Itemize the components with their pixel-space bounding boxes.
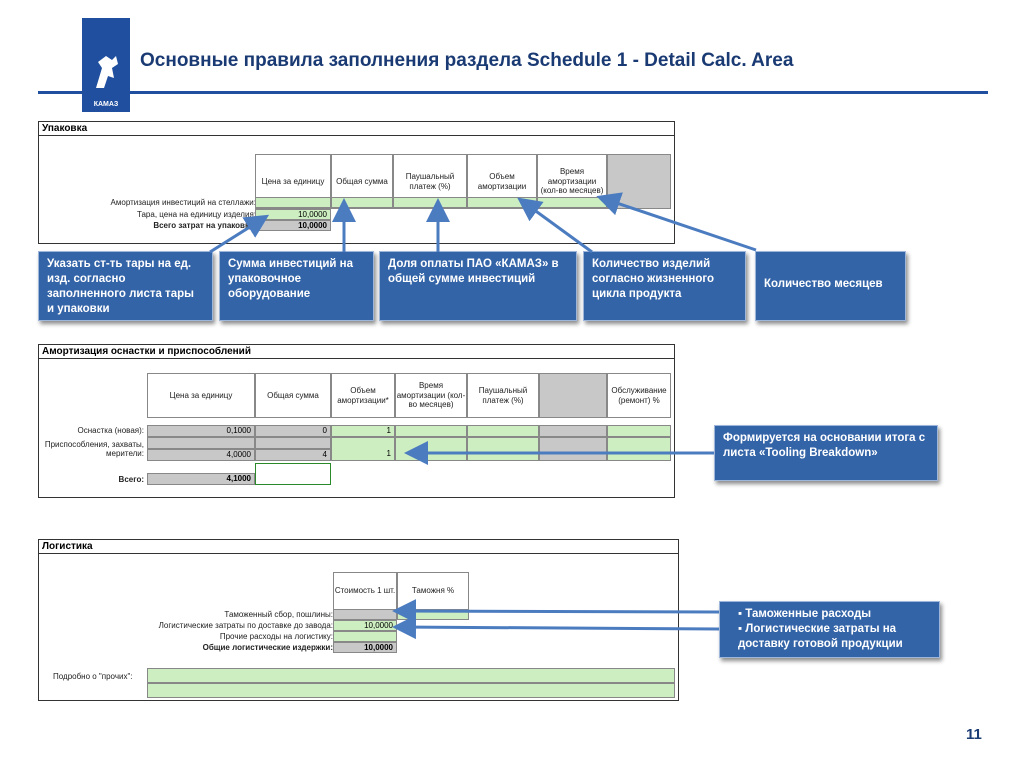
tool-col-maintenance: Обслуживание (ремонт) %: [607, 373, 671, 418]
pack-row-label: Всего затрат на упаковку:: [153, 221, 256, 230]
tool-row-label: Оснастка (новая):: [77, 426, 144, 435]
tool-row2-total-top: [255, 437, 331, 449]
logistics-heading: Логистика: [39, 540, 678, 554]
tool-row2-lump[interactable]: [467, 437, 539, 461]
pack-input-total[interactable]: [331, 197, 393, 208]
tool-row1-blank: [539, 425, 607, 437]
log-col-customs: Таможня %: [397, 572, 469, 610]
log-row-label: Общие логистические издержки:: [202, 643, 333, 652]
tool-col-total: Общая сумма: [255, 373, 331, 418]
log-total-cost: 10,0000: [333, 642, 397, 653]
tool-col-months: Время амортизации (кол-во месяцев): [395, 373, 467, 418]
tool-row-label: Приспособления, захваты, мерители:: [44, 440, 144, 459]
tool-col-blank: [539, 373, 607, 418]
tooling-heading: Амортизация оснастки и приспособлений: [39, 345, 674, 359]
kamaz-horse-icon: [96, 56, 118, 88]
tool-row2-months[interactable]: [395, 437, 467, 461]
pack-input-lump[interactable]: [393, 197, 467, 208]
tool-total-label: Всего:: [118, 475, 144, 484]
log-other-details-1[interactable]: [147, 668, 675, 683]
tool-total-cell[interactable]: [255, 463, 331, 485]
callout-product-qty: Количество изделий согласно жизненного ц…: [583, 251, 746, 321]
tool-row1-volume[interactable]: 1: [331, 425, 395, 437]
pack-row-label: Амортизация инвестиций на стеллажи:: [110, 198, 256, 207]
pack-col-blank: [607, 154, 671, 209]
tool-row1-maint[interactable]: [607, 425, 671, 437]
kamaz-logo: КАМАЗ: [82, 18, 130, 112]
callout-investment-sum: Сумма инвестиций на упаковочное оборудов…: [219, 251, 374, 321]
log-row-label: Таможенный сбор, пошлины:: [224, 610, 333, 619]
log-other-cost[interactable]: [333, 631, 397, 642]
log-other-label: Подробно о "прочих":: [53, 672, 133, 681]
callout-logistics: Таможенные расходы Логистические затраты…: [719, 601, 940, 658]
pack-input-months[interactable]: [537, 197, 607, 208]
callout-tooling-breakdown: Формируется на основании итога с листа «…: [714, 425, 938, 481]
packaging-sheet: Упаковка Цена за единицу Общая сумма Пау…: [38, 121, 675, 244]
page-number: 11: [966, 726, 982, 743]
pack-tare-value[interactable]: 10,0000: [255, 209, 331, 220]
title-divider: [38, 91, 988, 94]
tool-col-price: Цена за единицу: [147, 373, 255, 418]
pack-input-price[interactable]: [255, 197, 331, 208]
pack-total-value: 10,0000: [255, 220, 331, 231]
callout-months: Количество месяцев: [755, 251, 906, 321]
packaging-heading: Упаковка: [39, 122, 674, 136]
tool-col-volume: Объем амортизации*: [331, 373, 395, 418]
tool-row2-price: 4,0000: [147, 449, 255, 461]
log-row-label: Прочие расходы на логистику:: [219, 632, 333, 641]
pack-input-volume[interactable]: [467, 197, 537, 208]
log-customs-pct[interactable]: [397, 609, 469, 620]
tool-col-lump: Паушальный платеж (%): [467, 373, 539, 418]
log-delivery-cost[interactable]: 10,0000: [333, 620, 397, 631]
log-row-label: Логистические затраты по доставке до зав…: [158, 621, 333, 630]
tool-row2-volume[interactable]: 1: [331, 437, 395, 461]
log-customs-cost: [333, 609, 397, 620]
logistics-sheet: Логистика Стоимость 1 шт. Таможня % Тамо…: [38, 539, 679, 701]
tool-row2-price-top: [147, 437, 255, 449]
log-col-cost: Стоимость 1 шт.: [333, 572, 397, 610]
tooling-sheet: Амортизация оснастки и приспособлений Це…: [38, 344, 675, 498]
callout-logistics-item: Таможенные расходы: [738, 607, 931, 622]
tool-row1-price: 0,1000: [147, 425, 255, 437]
tool-row1-total: 0: [255, 425, 331, 437]
tool-total-value: 4,1000: [147, 473, 255, 485]
logo-text: КАМАЗ: [93, 101, 119, 108]
callout-kamaz-share: Доля оплаты ПАО «КАМАЗ» в общей сумме ин…: [379, 251, 577, 321]
callout-tare-cost: Указать ст-ть тары на ед. изд. согласно …: [38, 251, 213, 321]
page-title: Основные правила заполнения раздела Sche…: [140, 50, 794, 71]
callout-logistics-item: Логистические затраты на доставку готово…: [738, 622, 931, 652]
log-other-details-2[interactable]: [147, 683, 675, 698]
tool-row2-total: 4: [255, 449, 331, 461]
tool-row2-blank: [539, 437, 607, 461]
tool-row2-maint[interactable]: [607, 437, 671, 461]
pack-row-label: Тара, цена на единицу изделия:: [136, 210, 256, 219]
tool-row1-months[interactable]: [395, 425, 467, 437]
tool-row1-lump[interactable]: [467, 425, 539, 437]
